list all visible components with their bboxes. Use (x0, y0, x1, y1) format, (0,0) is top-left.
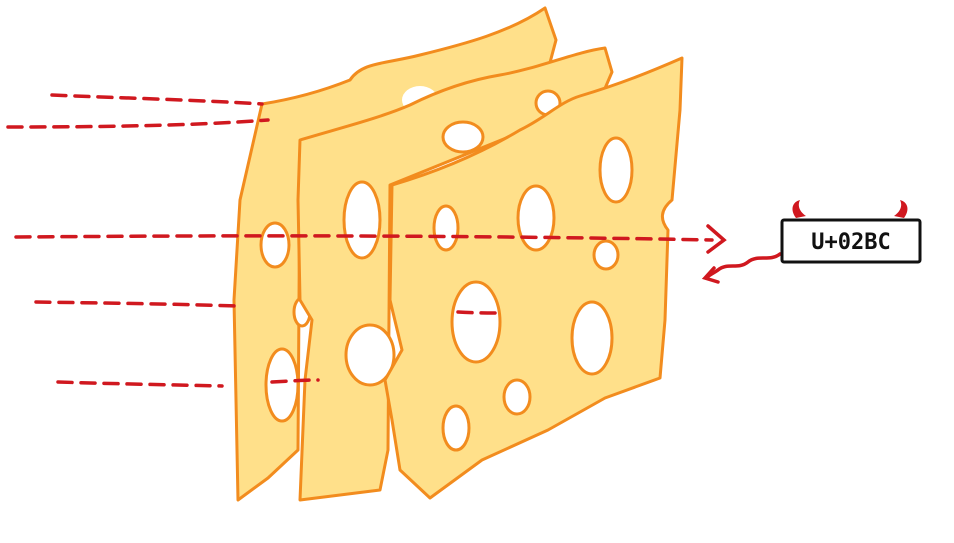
swiss-cheese-slice-icon (296, 46, 614, 502)
devil-horns-icon (894, 200, 908, 218)
cheese-hole (450, 280, 502, 364)
cheese-hole (516, 184, 556, 252)
cheese-hole (592, 239, 620, 271)
devil-horns-icon (792, 200, 806, 218)
cheese-hole (264, 347, 300, 423)
cheese-hole (598, 136, 634, 204)
cheese-hole (342, 180, 382, 260)
arrowhead-icon (706, 224, 727, 254)
cheese-hole (570, 300, 614, 376)
arrowhead-icon (701, 266, 720, 284)
cheese-hole (344, 323, 396, 387)
cheese-slice-middle (296, 46, 614, 502)
badge-box (780, 218, 922, 264)
ray-group (6, 93, 727, 388)
ray-line (14, 234, 714, 242)
ray-line (50, 93, 264, 106)
ray-line (6, 118, 270, 129)
swiss-cheese-slice-icon (383, 56, 684, 500)
squiggle-line (704, 252, 782, 280)
cheese-hole (441, 120, 485, 154)
ray-line (270, 378, 320, 384)
cheese-hole (432, 204, 460, 252)
ray-line (456, 310, 498, 315)
cheese-hole (259, 221, 291, 269)
cheese-hole (441, 404, 471, 452)
ray-line (56, 380, 224, 388)
cheese-slice-front (383, 56, 684, 500)
unicode-badge: U+02BC (780, 200, 922, 264)
cheese-hole (502, 378, 532, 416)
ray-line (34, 300, 238, 308)
badge-label: U+02BC (811, 230, 890, 255)
reflection-squiggle (701, 252, 782, 284)
